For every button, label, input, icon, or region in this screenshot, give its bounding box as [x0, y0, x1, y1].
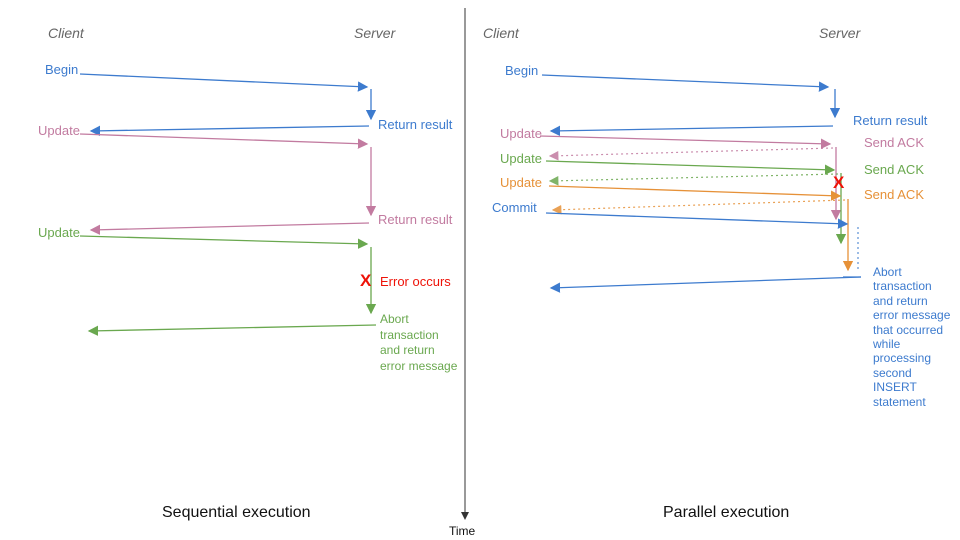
right-abort-line: processing: [873, 351, 932, 366]
left-update-1-request-arrow: [79, 133, 369, 149]
left-error-x-icon: X: [360, 271, 372, 290]
left-client-header: Client: [48, 25, 84, 41]
right-update-3-request-arrow: [548, 185, 842, 201]
left-begin-request-arrow: [79, 73, 369, 92]
right-abort-line: second: [873, 365, 912, 380]
right-abort-line: while: [873, 337, 901, 352]
right-abort-line: error message: [873, 308, 951, 323]
right-abort-line: INSERT: [873, 380, 917, 395]
right-server-header: Server: [819, 25, 861, 41]
left-panel-caption: Sequential execution: [162, 504, 311, 521]
left-abort-return-arrow: [87, 324, 377, 337]
right-update-2-label: Update: [500, 151, 542, 166]
right-abort-line: and return: [873, 293, 928, 308]
right-update-2-request-arrow: [545, 160, 836, 175]
left-abort-line: Abort: [380, 312, 409, 326]
right-abort-line: statement: [873, 394, 926, 409]
right-abort-line: Abort: [873, 265, 902, 279]
left-abort-line: error message: [380, 358, 458, 373]
right-begin-label: Begin: [505, 63, 539, 78]
left-abort-line: and return: [380, 343, 435, 357]
left-update-2-request-arrow: [79, 235, 369, 249]
right-abort-return-arrow: [549, 276, 862, 293]
right-abort-line: that occurred: [873, 322, 944, 337]
right-client-header: Client: [483, 25, 519, 41]
left-abort-line: transaction: [380, 327, 439, 342]
right-return-result-arrow: [549, 125, 834, 137]
left-update-2-label: Update: [38, 225, 80, 240]
right-abort-line: transaction: [873, 279, 932, 294]
right-commit-label: Commit: [492, 200, 537, 215]
right-update-3-label: Update: [500, 175, 542, 190]
right-send-ack-2-arrow: [548, 173, 839, 186]
time-axis-label: Time: [449, 524, 476, 538]
left-return-result-2-arrow: [89, 222, 370, 235]
right-send-ack-1-arrow: [548, 147, 834, 161]
left-error-occurs-label: Error occurs: [380, 274, 451, 289]
right-send-ack-2-label: Send ACK: [864, 162, 924, 177]
right-abort-message: Abort transaction and return error messa…: [873, 265, 950, 409]
left-begin-label: Begin: [45, 62, 79, 77]
right-send-ack-1-label: Send ACK: [864, 135, 924, 150]
left-abort-message: Abort transaction and return error messa…: [380, 312, 457, 374]
right-return-result-label: Return result: [853, 113, 928, 128]
right-commit-request-arrow: [545, 212, 849, 229]
left-server-header: Server: [354, 25, 396, 41]
right-send-ack-3-label: Send ACK: [864, 187, 924, 202]
right-error-x-icon: X: [833, 173, 845, 192]
right-begin-request-arrow: [541, 74, 830, 92]
right-update-1-label: Update: [500, 126, 542, 141]
left-update-1-label: Update: [38, 123, 80, 138]
left-return-result-2-label: Return result: [378, 212, 453, 227]
left-return-result-1-label: Return result: [378, 117, 453, 132]
right-panel-caption: Parallel execution: [663, 504, 790, 521]
left-return-result-1-arrow: [89, 125, 370, 137]
right-update-1-request-arrow: [539, 135, 832, 149]
right-send-ack-3-arrow: [551, 199, 846, 215]
